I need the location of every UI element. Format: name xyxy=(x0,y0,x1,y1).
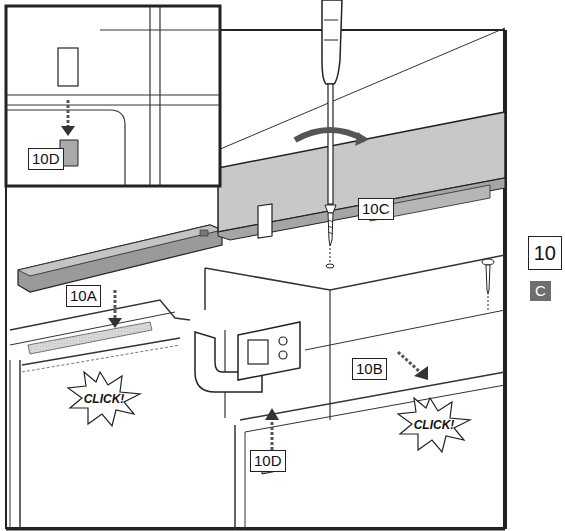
illustration-part xyxy=(6,94,220,95)
illustration-part xyxy=(245,385,505,432)
illustration-part xyxy=(245,432,246,529)
illustration-part xyxy=(58,48,78,86)
illustration-part xyxy=(6,528,505,531)
illustration-part xyxy=(265,408,279,420)
illustration-part xyxy=(355,132,368,146)
illustration-part xyxy=(238,322,300,380)
illustration-part xyxy=(398,398,470,452)
callout-number: 10D xyxy=(28,148,64,170)
illustration-part xyxy=(68,372,140,426)
illustration-part xyxy=(324,20,338,40)
step-number: 10 xyxy=(528,236,562,270)
illustration-part xyxy=(329,290,330,420)
illustration-part xyxy=(6,105,220,106)
illustration-part xyxy=(482,259,494,265)
illustration-part xyxy=(258,204,272,238)
illustration-part xyxy=(271,418,274,450)
illustration-part xyxy=(234,425,236,529)
illustration-part xyxy=(325,205,336,213)
step-letter: C xyxy=(530,281,551,301)
illustration-part xyxy=(108,318,122,328)
illustration-part xyxy=(150,6,160,186)
illustration-part xyxy=(328,220,333,234)
callout-number: 10D xyxy=(250,450,286,472)
illustration-part xyxy=(10,360,11,529)
illustration-part xyxy=(218,178,505,240)
illustration-part xyxy=(18,225,222,276)
illustration-part xyxy=(414,366,428,380)
illustration-part xyxy=(19,360,21,529)
illustration-part xyxy=(488,296,489,310)
illustration-part xyxy=(114,290,117,320)
illustration-part xyxy=(305,310,505,350)
illustration-part xyxy=(6,6,220,186)
illustration-part xyxy=(67,100,70,128)
callout-number: 10B xyxy=(352,358,387,380)
illustration-part xyxy=(28,322,152,354)
illustration-part xyxy=(279,337,287,345)
callout-number: 10C xyxy=(358,198,394,220)
illustration-part xyxy=(61,126,75,136)
illustration-part xyxy=(204,268,206,310)
illustration-part xyxy=(328,213,333,246)
illustration-part xyxy=(486,265,490,294)
illustration-part xyxy=(398,352,420,372)
illustration-part xyxy=(6,110,125,186)
illustration-part xyxy=(322,0,342,84)
illustration-part xyxy=(248,340,268,364)
illustration-part xyxy=(328,84,333,204)
illustration-part xyxy=(503,30,507,529)
illustration-part xyxy=(205,255,505,290)
illustration-part xyxy=(295,130,365,140)
illustration-part xyxy=(18,225,222,292)
illustration-part xyxy=(100,30,230,31)
click-text: CLICK! xyxy=(414,418,455,432)
illustration-part xyxy=(6,30,504,528)
illustration-part xyxy=(326,264,334,268)
illustration-part xyxy=(200,230,208,236)
illustration-part xyxy=(279,351,287,359)
click-text: CLICK! xyxy=(84,392,125,406)
illustration-part xyxy=(330,248,331,262)
callout-number: 10A xyxy=(66,285,101,307)
